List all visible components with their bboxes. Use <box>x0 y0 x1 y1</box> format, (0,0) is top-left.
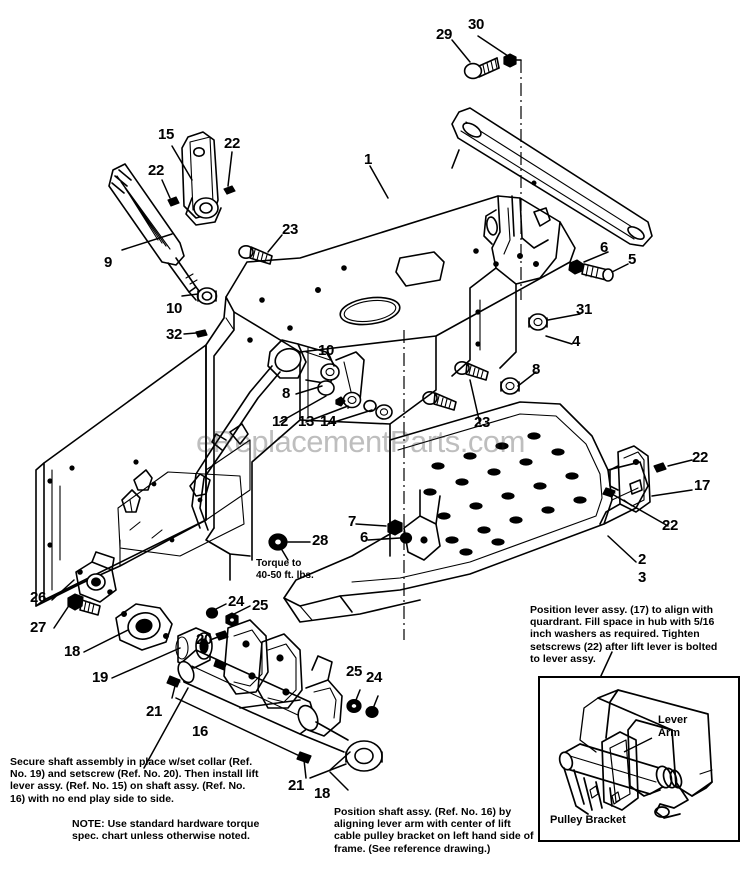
callout-22-left: 22 <box>148 162 165 179</box>
callout-5: 5 <box>628 251 637 268</box>
callout-3: 3 <box>638 569 647 586</box>
callout-1: 1 <box>364 151 373 168</box>
callout-7: 7 <box>348 513 357 530</box>
part-16-shaft-assembly <box>177 619 383 772</box>
part-26-pivot-bracket <box>75 551 117 603</box>
inset-lever-arm-label: Lever Arm <box>658 714 687 740</box>
part-25-nut-upper <box>225 612 239 627</box>
reference-drawing-inset: Lever Arm Pulley Bracket <box>538 676 740 842</box>
callout-24-lower: 24 <box>366 669 383 686</box>
part-bracket-center-lower <box>403 489 441 561</box>
callout-28: 28 <box>312 532 329 549</box>
callout-8: 8 <box>532 361 541 378</box>
callout-32: 32 <box>166 326 183 343</box>
position-shaft-note: Position shaft assy. (Ref. No. 16) by al… <box>334 806 534 855</box>
hardware-torque-note: NOTE: Use standard hardware torque spec.… <box>72 818 260 843</box>
part-32-screw <box>195 329 208 338</box>
part-18-bushing-right <box>345 740 383 772</box>
callout-4: 4 <box>572 333 581 350</box>
part-24-washer-upper <box>205 607 219 619</box>
torque-note-line1: Torque to <box>256 558 302 569</box>
callout-9: 9 <box>104 254 113 271</box>
callout-21-lower: 21 <box>288 777 305 794</box>
part-10-bushing-upper <box>196 287 218 305</box>
callout-10-lower: 10 <box>318 342 335 359</box>
callout-11: 8 <box>282 385 291 402</box>
part-7-lock-nut <box>387 519 403 536</box>
part-25-nut-lower <box>346 698 362 713</box>
part-cluster-linkage <box>191 339 393 531</box>
part-18-flanged-collar <box>115 603 173 651</box>
callout-19: 19 <box>92 669 109 686</box>
callout-18-left: 18 <box>64 643 81 660</box>
leader-lines <box>51 35 693 791</box>
part-8-bushing <box>500 377 520 395</box>
part-31-bushing <box>528 313 548 331</box>
callout-2: 2 <box>638 551 647 568</box>
part-1-main-frame <box>35 195 614 607</box>
callout-21-left: 21 <box>146 703 163 720</box>
part-6-lock-washer-upper <box>568 259 584 275</box>
callout-24-upper: 24 <box>228 593 245 610</box>
callout-25-upper: 25 <box>252 597 269 614</box>
inset-lever-arm-line2: Arm <box>658 727 681 739</box>
callout-22-upper: 22 <box>224 135 241 152</box>
part-22-setscrew-left <box>167 196 180 207</box>
part-27-hex-bolt <box>67 593 101 616</box>
callout-20: 20 <box>196 631 213 648</box>
callout-25-lower: 25 <box>346 663 363 680</box>
callout-17: 17 <box>694 477 711 494</box>
inset-pulley-bracket-label: Pulley Bracket <box>550 814 626 826</box>
torque-note: Torque to 40-50 ft. lbs. <box>256 558 366 581</box>
part-22-setscrew-right-lower <box>602 487 616 498</box>
callout-14: 14 <box>320 413 337 430</box>
footrest-tread-holes <box>423 432 587 556</box>
part-5-bolt <box>581 263 614 282</box>
part-28-torque-bolt <box>268 533 288 551</box>
callout-23-upper: 23 <box>282 221 299 238</box>
part-29-carriage-bolt <box>463 57 500 80</box>
part-22-setscrew-upper <box>223 185 236 195</box>
callout-12: 12 <box>272 413 289 430</box>
callout-10-upper: 10 <box>166 300 183 317</box>
callout-6-upper: 6 <box>600 239 609 256</box>
callout-29: 29 <box>436 26 453 43</box>
callout-18-right: 18 <box>314 785 331 802</box>
callout-23-center: 23 <box>474 414 491 431</box>
part-23-bolt-center <box>454 360 489 381</box>
callout-13: 13 <box>298 413 315 430</box>
callout-22-right-lower: 22 <box>662 517 679 534</box>
part-23-bolt-upper <box>238 245 273 265</box>
part-4-bolt <box>422 390 457 411</box>
callout-26: 26 <box>30 589 47 606</box>
part-15-lift-lever-plate <box>181 131 222 226</box>
callout-16: 16 <box>192 723 209 740</box>
callout-27: 27 <box>30 619 47 636</box>
part-2-3-footrest-pan <box>283 401 649 623</box>
part-9-lift-lever-handle <box>108 163 204 301</box>
part-top-brace-bar <box>451 107 653 247</box>
inset-artwork <box>558 689 713 819</box>
callout-15: 15 <box>158 126 175 143</box>
part-24-washer-lower <box>365 705 379 718</box>
part-17-lever-assembly <box>599 445 651 525</box>
torque-note-line2: 40-50 ft. lbs. <box>256 569 314 581</box>
secure-shaft-note: Secure shaft assembly in place w/set col… <box>10 756 259 805</box>
part-20-setscrew <box>215 630 229 641</box>
position-lever-note: Position lever assy. (17) to align with … <box>530 604 718 665</box>
part-21-setscrew-upper <box>166 675 181 688</box>
part-22-setscrew-right-upper <box>653 462 667 473</box>
callout-30: 30 <box>468 16 485 33</box>
callout-6-lower: 6 <box>360 529 369 546</box>
callout-31: 31 <box>576 301 593 318</box>
callout-22-right-upper: 22 <box>692 449 709 466</box>
inset-lever-arm-line1: Lever <box>658 714 688 726</box>
